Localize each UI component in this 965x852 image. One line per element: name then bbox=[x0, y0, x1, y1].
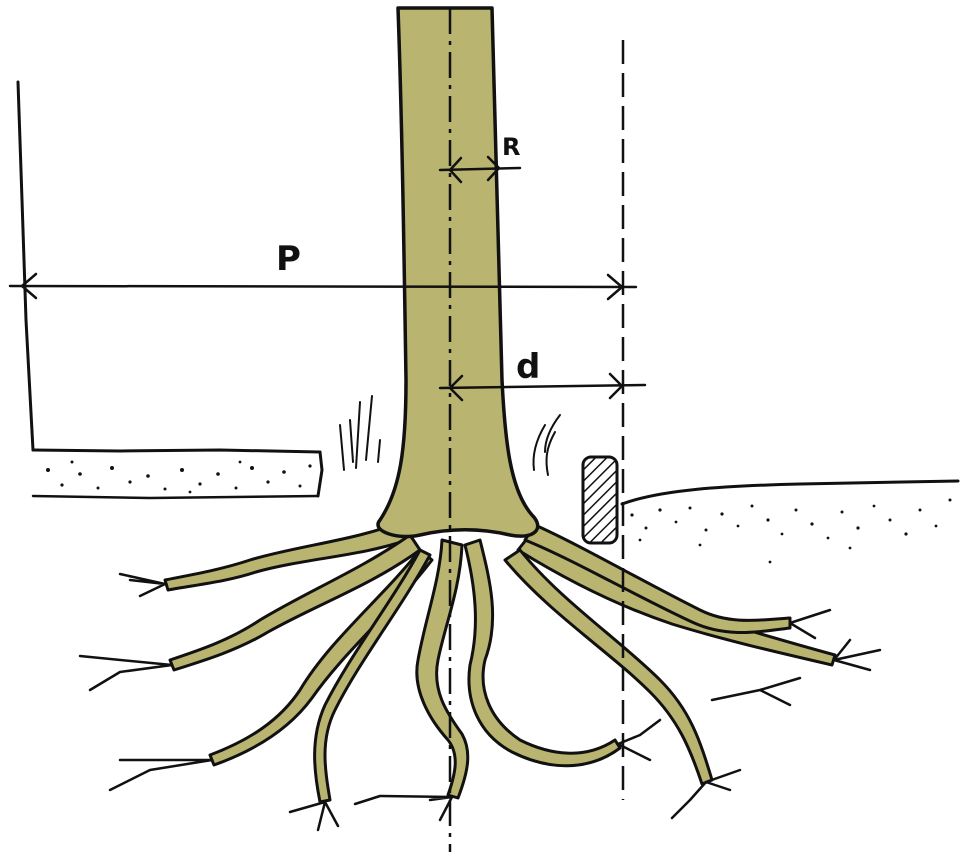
slab-gravel-texture bbox=[46, 461, 312, 494]
dimension-r-label: R bbox=[502, 133, 520, 161]
protection-fence-post bbox=[583, 457, 617, 543]
dimension-d-label: d bbox=[516, 347, 540, 387]
ground-right bbox=[622, 481, 958, 563]
dimension-p-label: P bbox=[276, 239, 301, 279]
slab-edge bbox=[318, 452, 322, 496]
tree-trunk bbox=[378, 8, 538, 537]
building-wall-line bbox=[18, 82, 33, 450]
root-center bbox=[417, 540, 468, 798]
slab-top-line bbox=[33, 450, 320, 452]
dimension-p: P bbox=[10, 239, 636, 299]
ground-surface-line bbox=[622, 481, 958, 504]
soil-texture bbox=[630, 499, 951, 564]
root-system bbox=[80, 520, 880, 830]
left-wall-and-slab bbox=[18, 82, 322, 498]
slab-bottom-line bbox=[33, 496, 318, 498]
